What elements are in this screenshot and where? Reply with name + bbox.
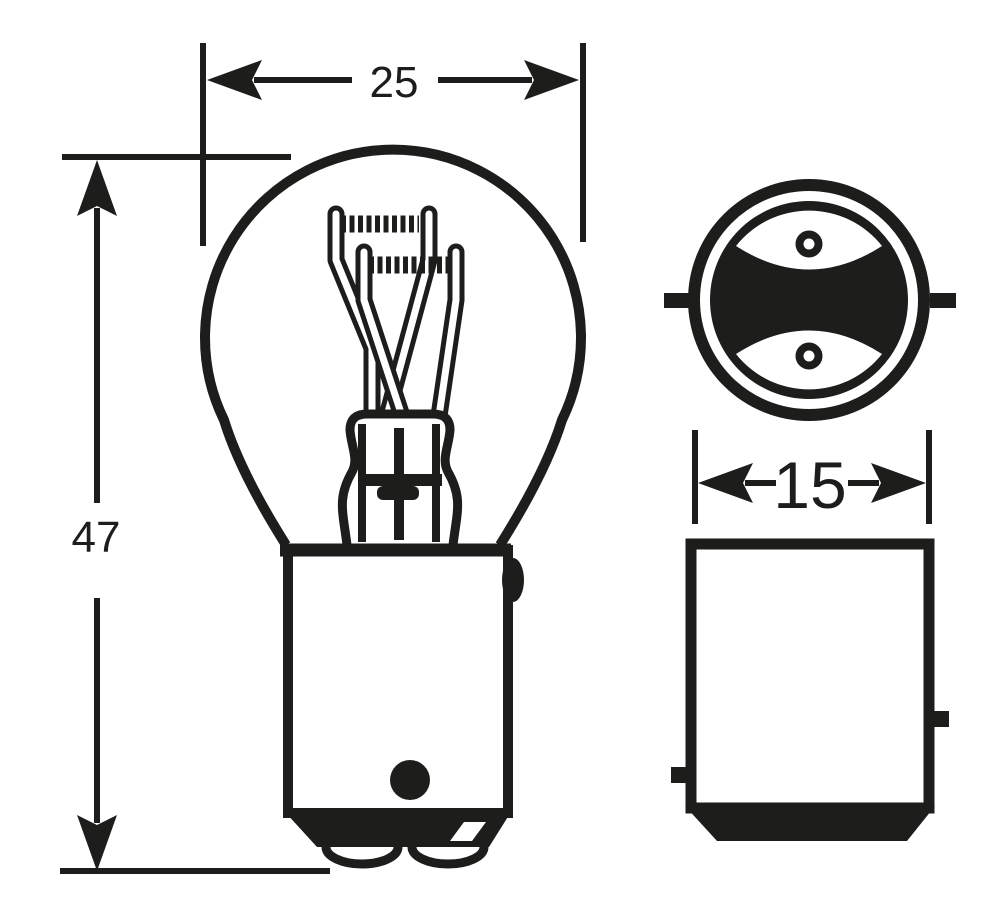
- arrowhead-right-icon: [524, 60, 579, 100]
- stem-inner-wires: [358, 424, 442, 542]
- arrowhead-right-icon: [871, 463, 926, 503]
- arrowhead-down-icon: [77, 815, 117, 871]
- bulb-base-cap: [280, 543, 524, 869]
- dimension-bulb-length: 47: [60, 154, 330, 874]
- dim-label-bulb-width: 25: [370, 58, 419, 107]
- filament-support-wires: [327, 205, 465, 425]
- bayonet-pin-left: [664, 293, 690, 308]
- bayonet-pin-left: [671, 767, 691, 783]
- bayonet-pin-right: [930, 293, 956, 308]
- cap-body: [685, 538, 935, 814]
- bayonet-pin-front: [390, 760, 430, 800]
- bulb-side-view: [200, 144, 586, 869]
- contact-left: [321, 846, 403, 869]
- arrowhead-up-icon: [77, 160, 117, 216]
- dim-label-base-width: 15: [773, 448, 846, 522]
- support-wire-4-core: [435, 248, 460, 420]
- dimension-base-width: 15: [692, 430, 932, 524]
- bayonet-pin-side: [502, 558, 524, 602]
- support-wire-2-core: [360, 248, 406, 420]
- contact-dot-top: [795, 230, 823, 258]
- base-side-view: [671, 538, 949, 841]
- bayonet-pin-right: [929, 711, 949, 727]
- contact-dot-bottom: [795, 342, 823, 370]
- bulb-glass-outline: [200, 144, 586, 548]
- arrowhead-left-icon: [207, 60, 262, 100]
- arrowhead-left-icon: [698, 463, 753, 503]
- insulator-highlight: [450, 822, 486, 841]
- cap-insulator: [685, 806, 935, 841]
- stem-bead: [377, 486, 419, 500]
- dimension-bulb-width: 25: [200, 43, 586, 246]
- support-wire-1-core: [332, 210, 376, 420]
- base-end-view: [664, 179, 956, 421]
- contact-right: [407, 846, 489, 869]
- dim-label-bulb-length: 47: [72, 513, 121, 562]
